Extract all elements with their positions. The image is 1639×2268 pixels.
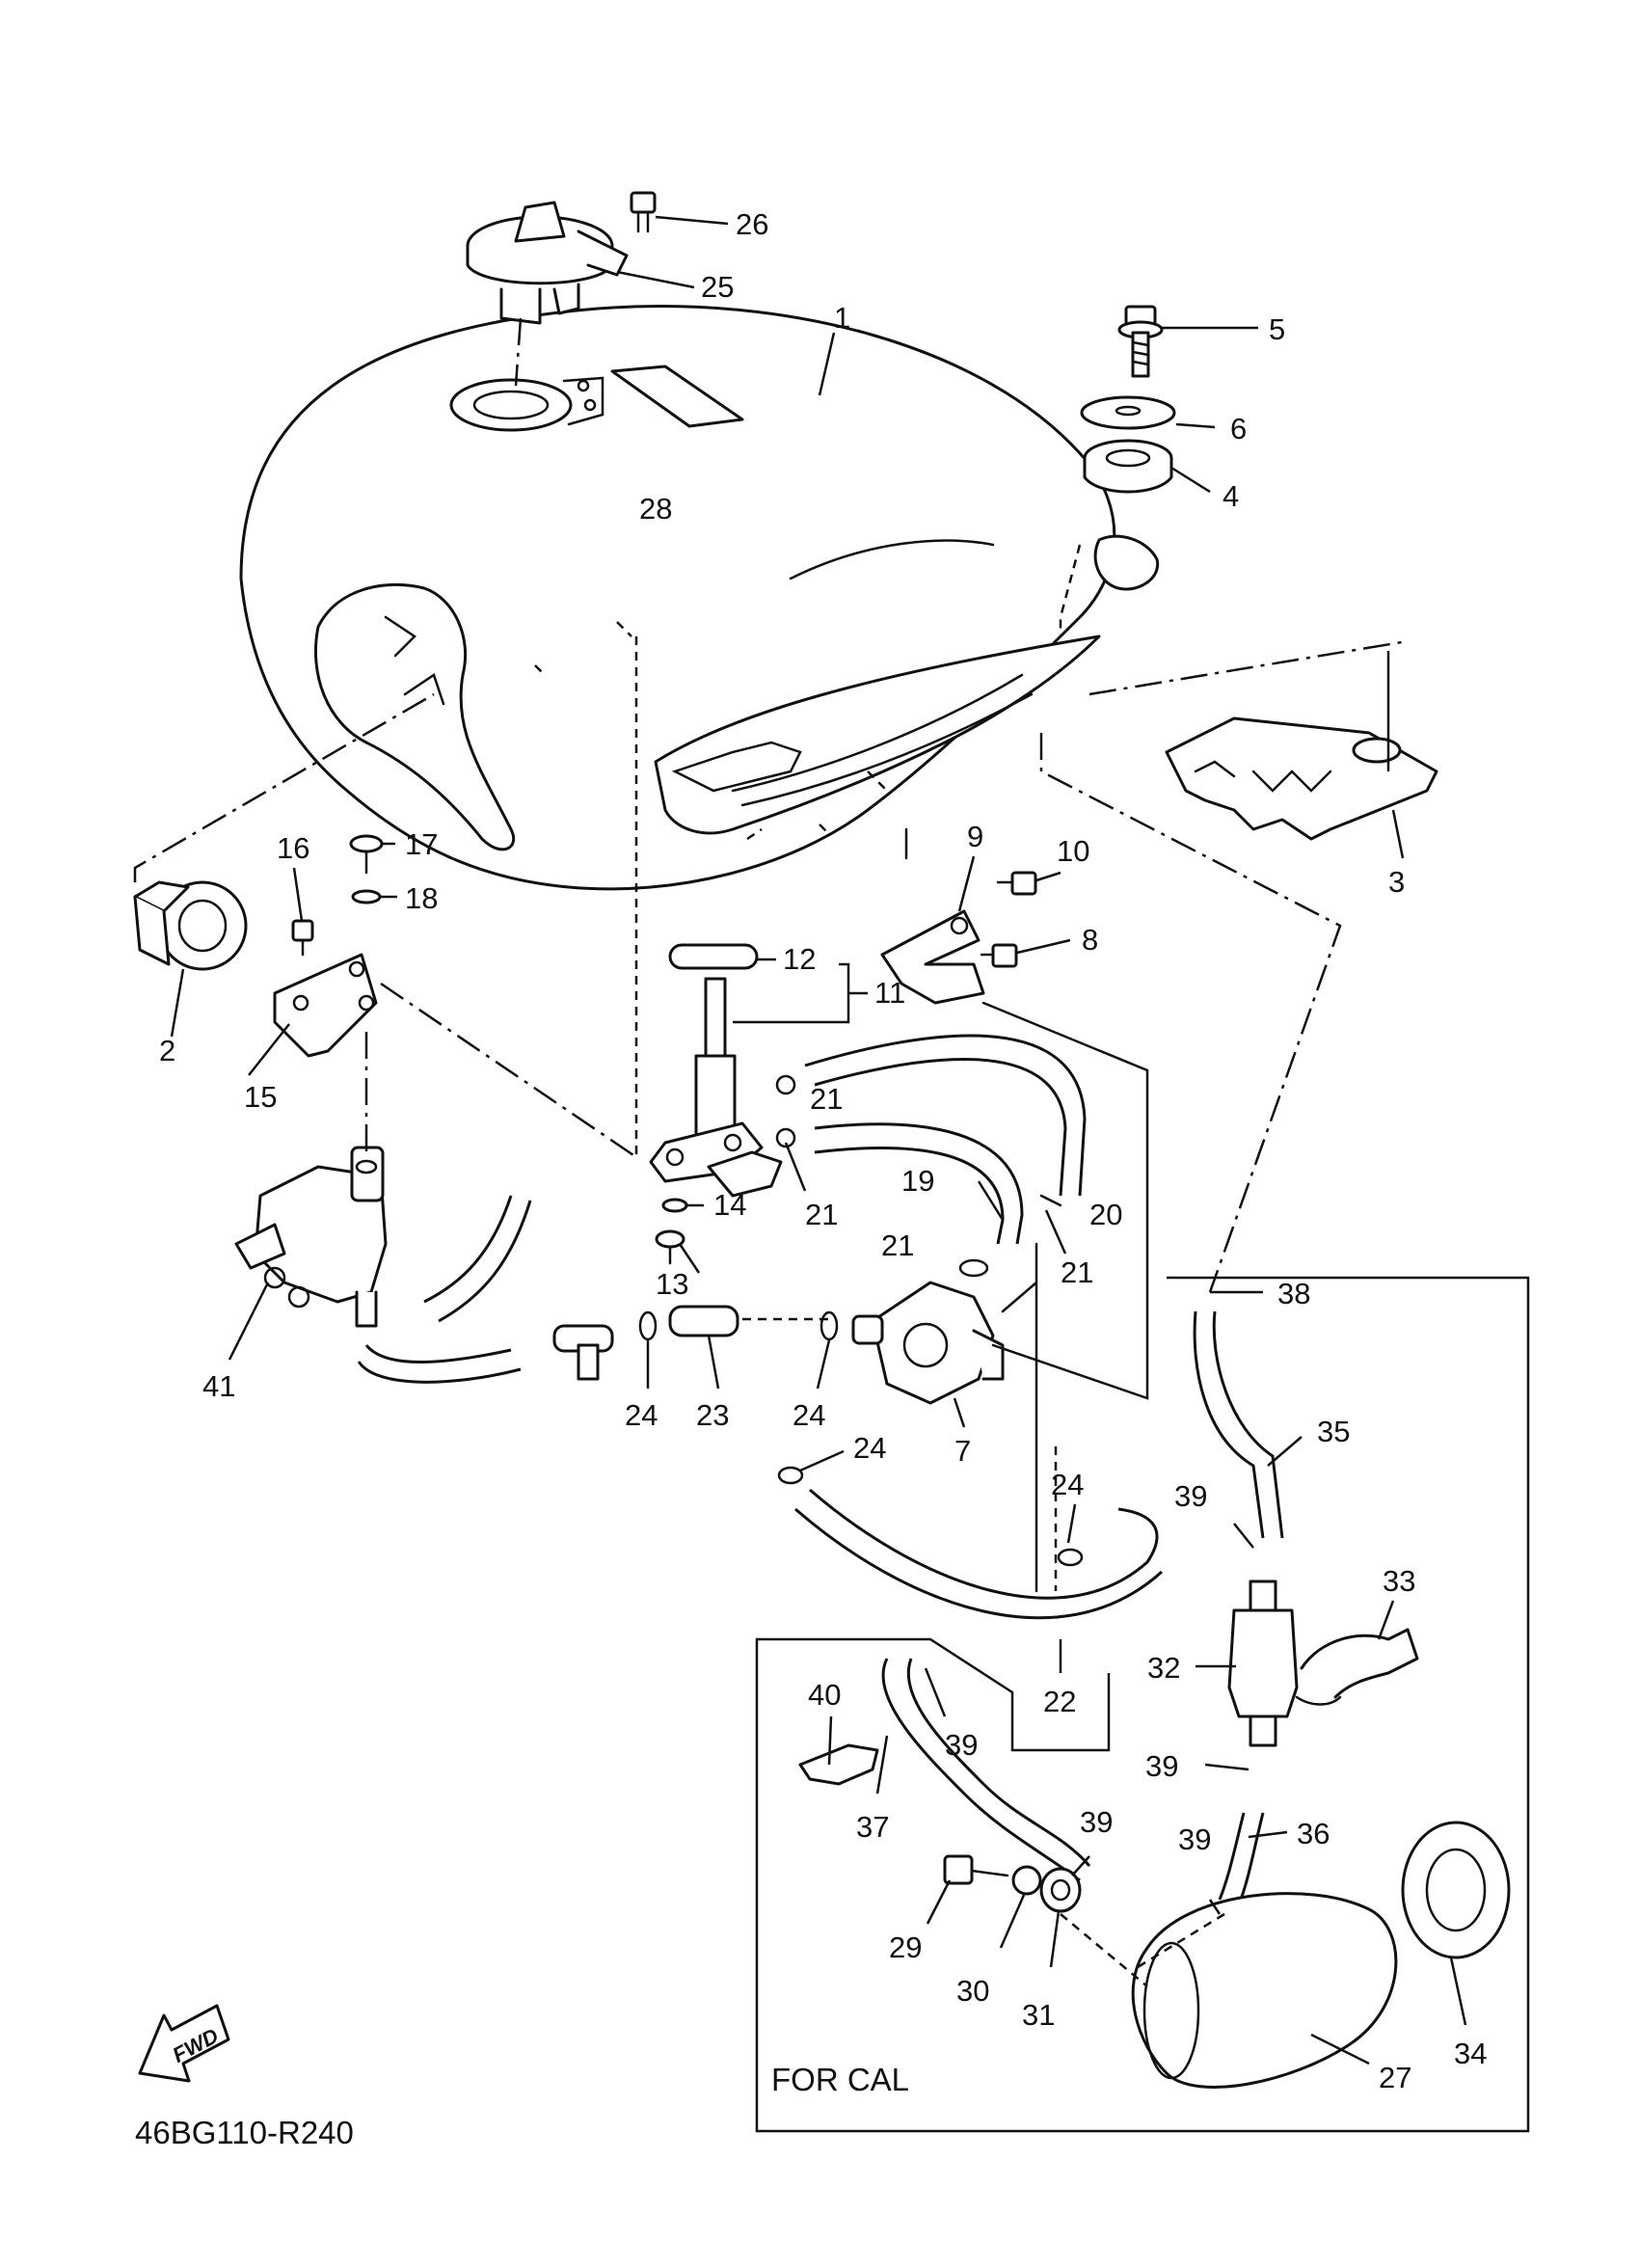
callout-8: 8 — [1082, 923, 1098, 957]
callout-18: 18 — [405, 881, 438, 915]
callout-10: 10 — [1057, 834, 1089, 868]
pump-hose — [423, 1195, 532, 1323]
fuel-tank — [239, 305, 1160, 1157]
callout-7: 7 — [954, 1434, 971, 1468]
cal-region-frame — [755, 1276, 1530, 2133]
callout-39a: 39 — [1174, 1479, 1207, 1513]
callout-24c: 24 — [853, 1431, 886, 1465]
hose-36 — [1218, 1812, 1265, 1905]
callout-26: 26 — [736, 207, 768, 241]
callout-29: 29 — [889, 1930, 922, 1964]
callout-21c: 21 — [881, 1228, 914, 1262]
bracket-bolt-2 — [996, 871, 1037, 896]
callout-38: 38 — [1277, 1277, 1310, 1310]
callout-36: 36 — [1297, 1817, 1330, 1850]
pan-screw — [349, 834, 384, 875]
fuel-hose-19 — [814, 1122, 1024, 1245]
callout-25: 25 — [701, 270, 734, 304]
assembly-lines — [133, 317, 1409, 1987]
grommet-31 — [1039, 1867, 1082, 1913]
callout-34: 34 — [1454, 2037, 1487, 2070]
cal-region-label: FOR CAL — [771, 2062, 909, 2097]
callout-11: 11 — [874, 976, 905, 1010]
callout-3: 3 — [1388, 865, 1405, 899]
callout-13: 13 — [656, 1267, 688, 1301]
callout-20: 20 — [1089, 1198, 1122, 1231]
canister-cap — [1401, 1821, 1511, 1959]
callout-19: 19 — [901, 1164, 934, 1198]
callout-35: 35 — [1317, 1415, 1350, 1448]
callout-40: 40 — [808, 1678, 841, 1712]
callout-33: 33 — [1383, 1564, 1415, 1598]
hose-clips-21 — [775, 1074, 1062, 1278]
diagram-code: 46BG110-R240 — [135, 2115, 354, 2150]
callout-31: 31 — [1022, 1998, 1055, 2032]
cock-bracket — [880, 909, 985, 1005]
tank-damper — [133, 880, 248, 971]
callout-labels: 1 2 3 4 5 6 7 8 9 10 11 12 13 14 15 16 1… — [159, 207, 1487, 2094]
callout-24b: 24 — [793, 1398, 825, 1432]
fuel-cock-assy — [649, 977, 783, 1198]
cap-screw — [630, 191, 657, 233]
fuel-cock-screw — [655, 1229, 685, 1265]
clips-24 — [638, 1310, 1084, 1567]
callout-5: 5 — [1269, 312, 1285, 346]
callout-39e: 39 — [1178, 1822, 1211, 1856]
bracket-bolt — [980, 943, 1018, 968]
fuel-cock — [851, 1281, 1005, 1405]
fuel-cock-washer — [661, 1198, 688, 1213]
callout-30: 30 — [956, 1974, 989, 2008]
callout-15: 15 — [244, 1080, 277, 1114]
callout-24a: 24 — [625, 1398, 658, 1432]
fuel-cap — [466, 201, 629, 325]
hose-23 — [668, 1305, 829, 1337]
fuel-cock-gasket — [668, 943, 759, 970]
leader-lines — [170, 215, 1467, 2066]
pump-outlet-hose — [357, 1344, 522, 1384]
fuel-pump — [234, 1146, 388, 1328]
canister-bolt — [943, 1854, 1009, 1885]
canister — [1131, 1892, 1398, 2089]
callout-17: 17 — [405, 827, 438, 861]
return-hose — [794, 1488, 1164, 1620]
callout-9: 9 — [967, 820, 983, 853]
hose-clamp-40 — [798, 1743, 879, 1786]
washer — [1080, 395, 1176, 430]
callout-14: 14 — [713, 1188, 746, 1222]
bracket-screw — [291, 919, 314, 957]
mount-bolt — [1117, 305, 1164, 378]
callout-16: 16 — [277, 831, 309, 865]
callout-39c: 39 — [945, 1728, 978, 1762]
hose-37 — [881, 1658, 1091, 1882]
small-washer — [351, 889, 382, 904]
callout-22: 22 — [1043, 1685, 1076, 1718]
fuel-hose-20 — [804, 1034, 1087, 1197]
callout-32: 32 — [1147, 1651, 1180, 1685]
fwd-arrow-icon: FWD — [138, 2004, 230, 2083]
fuel-filter — [1227, 1580, 1299, 1747]
callout-2: 2 — [159, 1034, 175, 1067]
t-joint — [552, 1324, 614, 1381]
bracket-plate — [273, 953, 378, 1058]
callout-4: 4 — [1223, 479, 1239, 513]
callout-27: 27 — [1379, 2061, 1411, 2094]
callout-21a: 21 — [810, 1082, 843, 1116]
damper — [1083, 439, 1173, 494]
callout-21d: 21 — [1061, 1256, 1093, 1289]
vent-hose-35 — [1193, 1310, 1284, 1539]
callout-1: 1 — [834, 301, 850, 335]
callout-41: 41 — [202, 1369, 235, 1403]
filter-holder — [1295, 1628, 1419, 1706]
callout-12: 12 — [783, 942, 816, 976]
callout-23: 23 — [696, 1398, 729, 1432]
callout-39d: 39 — [1080, 1805, 1113, 1839]
callout-39b: 39 — [1145, 1749, 1178, 1783]
callout-37: 37 — [856, 1810, 889, 1844]
callout-6: 6 — [1230, 412, 1247, 446]
callout-24d: 24 — [1051, 1468, 1084, 1501]
callout-28: 28 — [639, 492, 672, 526]
callout-21b: 21 — [805, 1198, 838, 1231]
collar-30 — [1011, 1865, 1042, 1896]
